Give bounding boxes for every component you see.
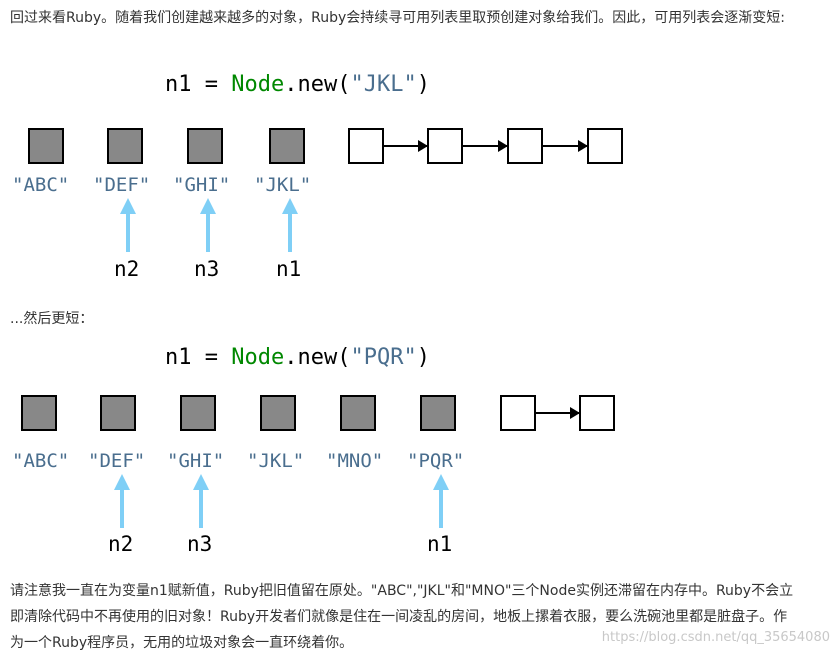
free-object-box: [500, 395, 536, 431]
code-var: n1: [165, 72, 192, 97]
object-label: "DEF": [88, 450, 146, 472]
reference-arrow: [120, 198, 136, 252]
variable-label-n2: n2: [114, 257, 140, 281]
object-label: "JKL": [254, 174, 312, 196]
intro-paragraph: 回过来看Ruby。随着我们创建越来越多的对象，Ruby会持续寻可用列表里取预创建…: [10, 10, 786, 26]
used-object-box: [420, 395, 456, 431]
code-class: Node: [231, 345, 285, 370]
free-object-box: [427, 128, 463, 164]
code-arg: "JKL": [350, 72, 417, 97]
code-class: Node: [231, 72, 285, 97]
used-object-box: [269, 128, 305, 164]
used-object-box: [260, 395, 296, 431]
object-label: "GHI": [173, 174, 231, 196]
code-method: .new(: [284, 72, 351, 97]
outro-paragraph: 请注意我一直在为变量n1赋新值，Ruby把旧值留在原处。"ABC","JKL"和…: [10, 583, 794, 651]
used-object-box: [187, 128, 223, 164]
code-arg: "PQR": [350, 345, 417, 370]
object-label: "ABC": [12, 174, 70, 196]
used-object-box: [28, 128, 64, 164]
used-object-box: [21, 395, 57, 431]
reference-arrow: [200, 198, 216, 252]
code-line-2: n1 = Node.new("PQR"): [165, 345, 430, 370]
free-object-box: [507, 128, 543, 164]
used-object-box: [107, 128, 143, 164]
reference-arrow: [282, 198, 298, 252]
link-arrow: [543, 140, 588, 152]
free-object-box: [579, 395, 615, 431]
variable-label-n3: n3: [187, 532, 213, 556]
reference-arrow: [433, 474, 449, 528]
used-object-box: [180, 395, 216, 431]
object-label: "GHI": [167, 450, 225, 472]
code-equals: =: [204, 72, 218, 97]
object-label: "ABC": [12, 450, 70, 472]
variable-label-n3: n3: [194, 257, 220, 281]
variable-label-n1: n1: [276, 257, 302, 281]
free-object-box: [348, 128, 384, 164]
object-label: "DEF": [93, 174, 151, 196]
object-label: "JKL": [247, 450, 305, 472]
used-object-box: [340, 395, 376, 431]
code-var: n1: [165, 345, 192, 370]
object-label: "PQR": [407, 450, 465, 472]
variable-label-n1: n1: [427, 532, 453, 556]
object-label: "MNO": [326, 450, 384, 472]
link-arrow: [463, 140, 508, 152]
used-object-box: [100, 395, 136, 431]
code-method: .new(: [284, 345, 351, 370]
link-arrow: [384, 140, 428, 152]
code-close: ): [416, 72, 430, 97]
code-equals: =: [204, 345, 218, 370]
code-close: ): [416, 345, 430, 370]
reference-arrow: [193, 474, 209, 528]
then-paragraph: ...然后更短：: [10, 311, 94, 327]
code-line-1: n1 = Node.new("JKL"): [165, 72, 430, 97]
watermark: https://blog.csdn.net/qq_35654080: [601, 630, 830, 645]
free-object-box: [587, 128, 623, 164]
link-arrow: [536, 407, 580, 419]
variable-label-n2: n2: [108, 532, 134, 556]
reference-arrow: [114, 474, 130, 528]
